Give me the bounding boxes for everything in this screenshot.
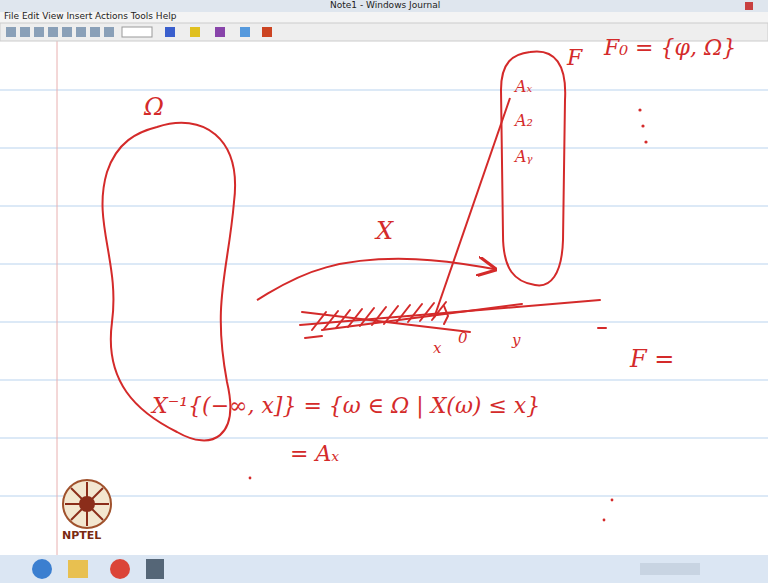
axis-point: y: [512, 332, 520, 349]
window-title: Note1 - Windows Journal: [330, 1, 440, 11]
number-line: [300, 300, 606, 338]
title-bar: [0, 0, 768, 12]
taskbar-icons: [32, 559, 700, 579]
nptel-label: NPTEL: [62, 530, 101, 542]
mapping-arrow: [257, 259, 495, 300]
blob-outline: [501, 51, 565, 285]
inverse-image-formula: X⁻¹{(−∞, x]} = {ω ∈ Ω | X(ω) ≤ x}: [152, 394, 540, 418]
set-label: Ω: [144, 94, 164, 120]
hand-drawn-outline: [495, 40, 590, 292]
event-label: A₂: [515, 112, 533, 130]
set-label: F: [567, 46, 582, 70]
event-result: = Aₓ: [290, 442, 339, 466]
random-variable-label: X: [376, 218, 393, 244]
menu-bar: [0, 12, 768, 23]
trivial-sigma-field: F₀ = {φ, Ω}: [604, 36, 736, 60]
menu-bar-items: File Edit View Insert Actions Tools Help: [4, 12, 176, 22]
leader-line: [434, 98, 510, 318]
margin-line: [57, 40, 58, 555]
close-button: [745, 2, 753, 10]
toolbar-icons: [6, 27, 272, 37]
event-label: Aᵧ: [515, 148, 533, 166]
continuation-dots: [249, 108, 648, 521]
event-label: Aₓ: [515, 78, 532, 96]
ruled-lines: [0, 90, 768, 496]
axis-origin: 0: [458, 330, 468, 347]
sigma-field-blob: F AₓA₂ Aᵧ: [495, 40, 590, 292]
nptel-logo: [63, 480, 111, 528]
blob-outline: [103, 123, 236, 441]
sigma-field-equation: F =: [630, 346, 674, 372]
axis-point: x: [433, 340, 441, 357]
taskbar: [0, 555, 768, 583]
